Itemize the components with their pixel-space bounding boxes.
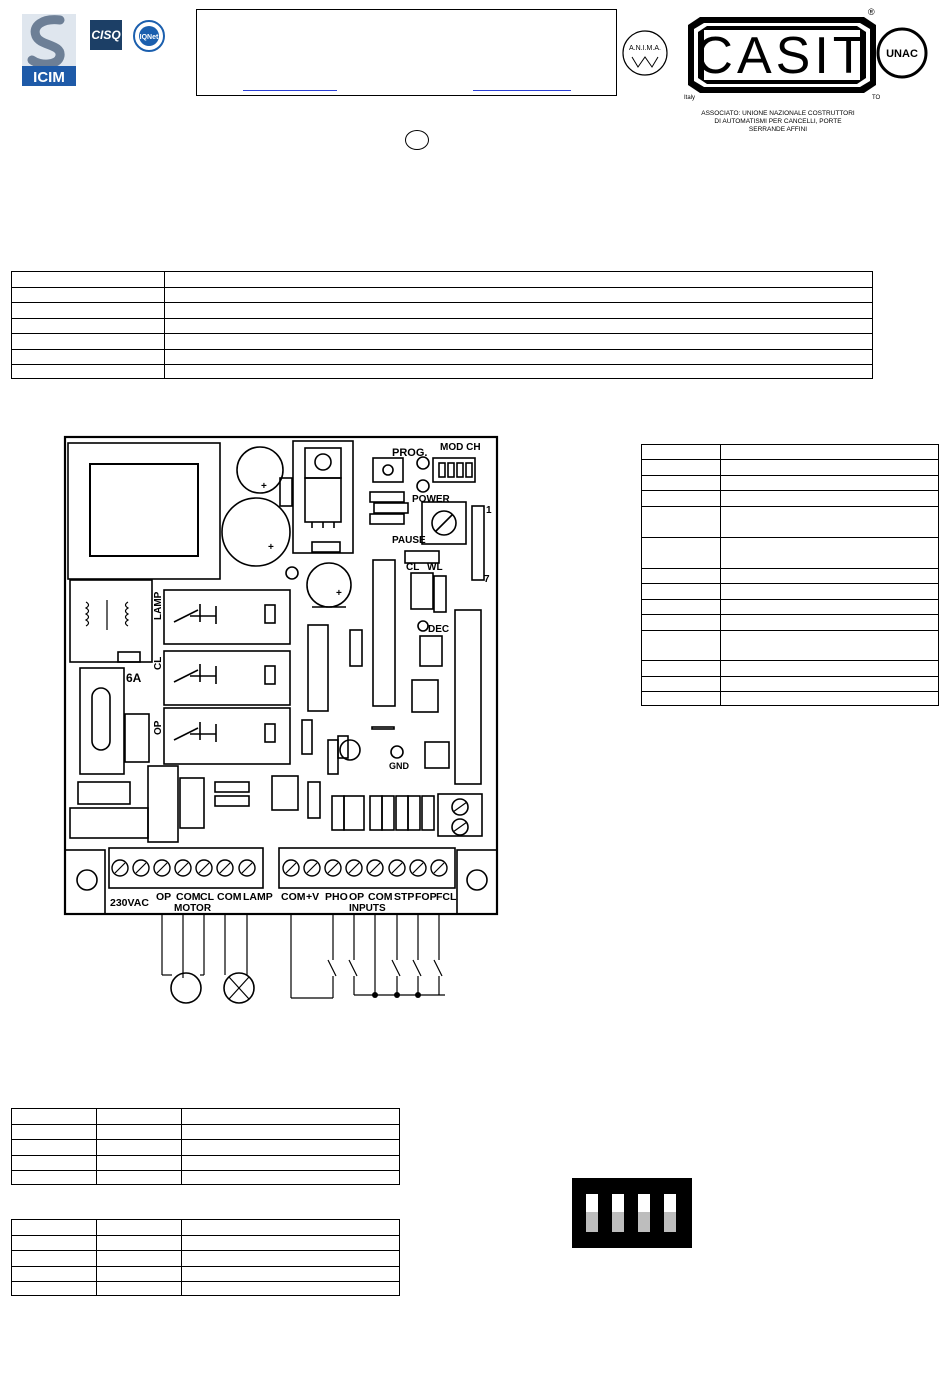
config-table-1 xyxy=(11,1108,400,1185)
table-row xyxy=(11,302,873,319)
plus-label-2: + xyxy=(268,542,274,553)
table-row xyxy=(641,490,939,507)
power-label: POWER xyxy=(412,494,451,505)
iqnet-logo: IQNet xyxy=(133,20,165,52)
dip-switch-2 xyxy=(612,1194,624,1232)
terminal-op-motor-label: OP xyxy=(156,891,171,903)
to-label: TO xyxy=(872,95,881,101)
table-row xyxy=(641,614,939,631)
table-row xyxy=(11,1266,400,1282)
terminal-fop-label: FOP xyxy=(415,891,437,903)
dec-label: DEC xyxy=(428,624,449,635)
table-row xyxy=(11,1219,400,1236)
legend-table xyxy=(641,444,939,706)
table-row xyxy=(641,583,939,600)
casit-logo-text: CASIT xyxy=(695,27,868,85)
plus-label-3: + xyxy=(336,588,342,599)
mod-ch-label: MOD CH xyxy=(440,442,481,453)
table-row xyxy=(11,1235,400,1251)
table-row xyxy=(641,506,939,538)
terminal-230vac-label: 230VAC xyxy=(110,897,149,909)
icim-logo: ICIM xyxy=(22,14,76,86)
table-row xyxy=(11,287,873,303)
table-row xyxy=(641,660,939,677)
table-row xyxy=(11,1139,400,1156)
terminal-stp-label: STP xyxy=(394,891,414,903)
header-link-1[interactable] xyxy=(243,90,337,91)
table-row xyxy=(11,1250,400,1267)
language-marker xyxy=(405,130,429,150)
plus-label-1: + xyxy=(261,481,267,492)
icim-text: ICIM xyxy=(33,69,65,86)
terminal-fcl-label: FCL xyxy=(436,891,457,903)
specs-table xyxy=(11,271,873,379)
table-row xyxy=(641,630,939,661)
cisq-logo: CISQ xyxy=(90,20,122,50)
cisq-text: CISQ xyxy=(91,28,121,42)
table-row xyxy=(11,1124,400,1140)
prog-label: PROG. xyxy=(392,447,427,459)
table-row xyxy=(641,691,939,706)
gnd-label: GND xyxy=(389,761,410,771)
jumper-1-label: 1 xyxy=(486,505,492,516)
op-relay-label: OP xyxy=(153,720,164,735)
dip-switch-4 xyxy=(664,1194,676,1232)
table-row xyxy=(641,475,939,491)
table-row xyxy=(11,364,873,379)
table-row xyxy=(11,1170,400,1185)
terminal-com-motor-label: COM xyxy=(176,891,201,903)
dip-switch-diagram xyxy=(572,1178,692,1248)
anima-text: A.N.I.M.A. xyxy=(629,45,661,52)
terminal-v-label: +V xyxy=(306,891,319,903)
italy-label: Italy xyxy=(684,95,695,101)
table-row xyxy=(11,1155,400,1171)
casit-brand: A.N.I.M.A. CASIT ® Italy TO UNAC ASSOCIA… xyxy=(620,5,935,135)
motor-group-label: MOTOR xyxy=(174,903,212,914)
jumper-7-label: 7 xyxy=(484,574,490,585)
association-line-1: ASSOCIATO: UNIONE NAZIONALE COSTRUTTORI xyxy=(701,110,855,117)
terminal-com-lamp-label: COM xyxy=(217,891,242,903)
table-row xyxy=(641,599,939,615)
wl-label: WL xyxy=(427,562,443,573)
terminal-com-input-label: COM xyxy=(281,891,306,903)
terminal-com2-input-label: COM xyxy=(368,891,393,903)
config-table-2 xyxy=(11,1219,400,1296)
header-link-2[interactable] xyxy=(473,90,571,91)
dip-switch-3 xyxy=(638,1194,650,1232)
iqnet-text: IQNet xyxy=(140,34,159,41)
lamp-relay-label: LAMP xyxy=(153,591,164,620)
unac-logo: UNAC xyxy=(876,27,928,79)
table-row xyxy=(11,1281,400,1296)
terminal-cl-motor-label: CL xyxy=(200,891,215,903)
table-row xyxy=(641,537,939,569)
fuse-label: 6A xyxy=(126,671,142,685)
circuit-board-diagram: PROG. MOD CH POWER PAUSE 1 7 CL WL DEC G… xyxy=(50,430,520,1020)
dip-switch-1 xyxy=(586,1194,598,1232)
table-row xyxy=(641,459,939,476)
anima-logo: A.N.I.M.A. xyxy=(622,30,668,76)
association-line-2: DI AUTOMATISMI PER CANCELLI, PORTE xyxy=(714,118,842,125)
cl-label: CL xyxy=(406,562,419,573)
table-row xyxy=(641,676,939,692)
unac-text: UNAC xyxy=(886,48,918,60)
terminal-pho-label: PHO xyxy=(325,891,348,903)
cl-relay-label: CL xyxy=(153,657,164,670)
table-row xyxy=(11,318,873,334)
table-row xyxy=(11,333,873,350)
association-line-3: SERRANDE AFFINI xyxy=(749,126,807,133)
table-row xyxy=(641,444,939,460)
table-row xyxy=(11,271,873,288)
terminal-op-input-label: OP xyxy=(349,891,364,903)
table-row xyxy=(11,349,873,365)
inputs-group-label: INPUTS xyxy=(349,903,386,914)
registered-mark: ® xyxy=(868,7,875,17)
table-row xyxy=(641,568,939,584)
table-row xyxy=(11,1108,400,1125)
pause-label: PAUSE xyxy=(392,535,426,546)
terminal-lamp-label: LAMP xyxy=(243,891,273,903)
header-info-box xyxy=(196,9,617,96)
